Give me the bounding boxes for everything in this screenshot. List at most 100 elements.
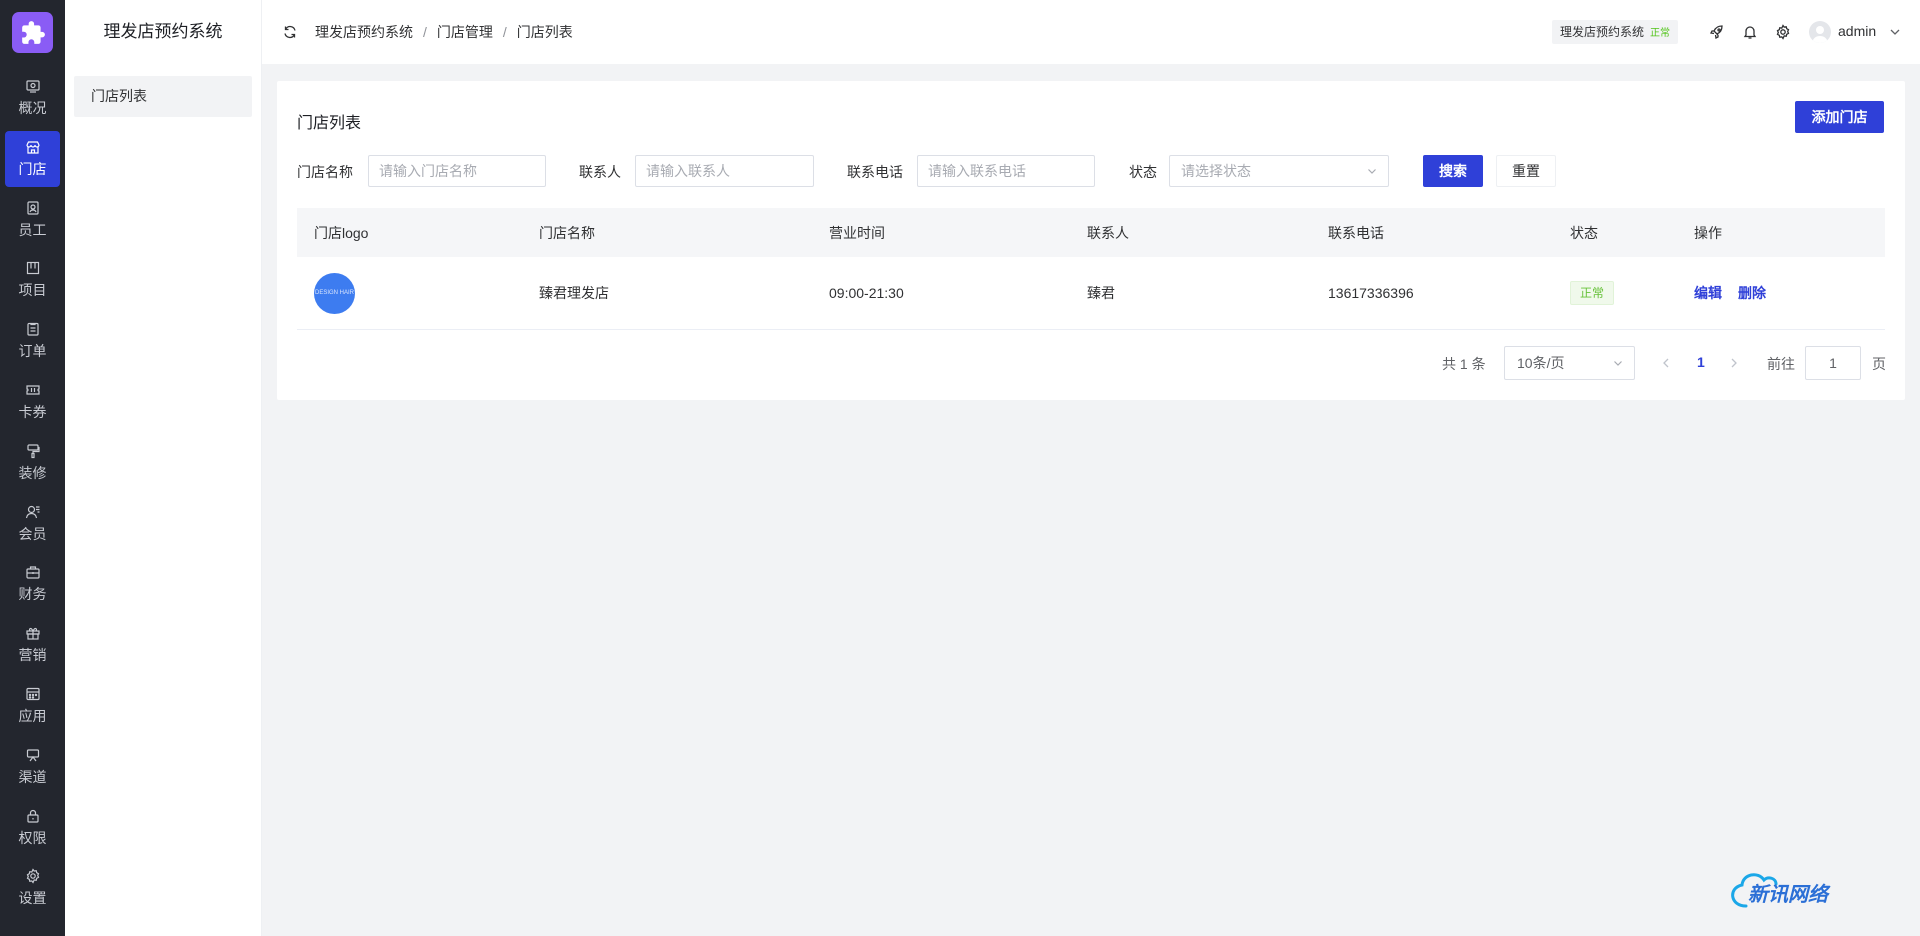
table-header: 门店logo 门店名称 营业时间 联系人 联系电话 状态 操作 [297,208,1885,257]
rail-item-decorate[interactable]: 装修 [5,435,60,491]
system-status: 正常 [1650,28,1671,39]
store-icon [25,141,40,154]
store-logo: DESIGN HAIR [314,272,355,314]
rail-item-label: 项目 [18,282,47,299]
chevron-right-icon[interactable] [1727,356,1741,370]
rail-item-member[interactable]: 会员 [5,496,60,552]
column-header: 状态 [1570,224,1598,241]
rail-item-label: 会员 [18,525,47,542]
system-title: 理发店预约系统 [103,22,223,41]
breadcrumb-item[interactable]: 理发店预约系统 [315,24,413,40]
search-button[interactable]: 搜索 [1423,155,1483,187]
contact-cell: 臻君 [1087,285,1115,301]
store-table: 门店logo 门店名称 营业时间 联系人 联系电话 状态 操作 DESIGN H… [297,208,1885,330]
table-row: DESIGN HAIR 臻君理发店 09:00-21:30 臻君 1361733… [297,257,1885,330]
store-name-cell: 臻君理发店 [539,285,609,301]
rail-item-staff[interactable]: 员工 [5,192,60,248]
chevron-left-icon[interactable] [1659,356,1673,370]
rail-item-label: 渠道 [18,768,47,785]
chevron-down-icon [1614,361,1622,366]
submenu-item-store-list[interactable]: 门店列表 [74,76,252,117]
rail-item-permission[interactable]: 权限 [5,800,60,856]
column-header: 营业时间 [829,224,885,241]
column-header: 联系人 [1087,224,1129,241]
member-icon [25,505,39,518]
actions-cell: 编辑删除 [1694,283,1884,303]
rail-item-overview[interactable]: 概况 [5,70,60,126]
breadcrumb-separator: / [423,24,427,40]
chevron-down-icon [1368,169,1376,174]
page-size-value: 10条/页 [1517,355,1565,371]
project-icon [26,262,39,275]
status-select[interactable]: 请选择状态 [1169,155,1389,187]
status-cell: 正常 [1570,281,1694,305]
lock-icon [26,809,39,823]
watermark-text: 新讯网络 [1748,882,1831,906]
badge-icon [26,200,39,215]
rail-item-channel[interactable]: 渠道 [5,739,60,795]
gear-icon [26,868,39,885]
refresh-icon[interactable] [282,24,298,40]
ticket-icon [25,385,40,395]
column-header: 联系电话 [1328,224,1384,241]
edit-link[interactable]: 编辑 [1694,285,1722,301]
dashboard-icon [25,80,40,93]
delete-link[interactable]: 删除 [1738,285,1766,301]
rail-item-apps[interactable]: 应用 [5,678,60,734]
filter-label-store-name: 门店名称 [297,164,353,180]
contact-input[interactable] [635,155,814,187]
rail-item-label: 概况 [18,100,47,116]
status-badge: 正常 [1570,281,1615,305]
rail-item-coupon[interactable]: 卡券 [5,374,60,430]
goto-page-input[interactable] [1805,346,1861,380]
page-unit-label: 页 [1872,356,1886,372]
rail-item-label: 订单 [18,343,47,360]
rocket-icon[interactable] [1709,24,1725,40]
rail-item-store[interactable]: 门店 [5,130,60,187]
order-icon [26,323,39,336]
breadcrumb-separator: / [502,24,507,40]
rail-item-label: 权限 [18,829,47,846]
reset-button[interactable]: 重置 [1496,155,1556,187]
filter-label-phone: 联系电话 [847,164,903,180]
page-size-select[interactable]: 10条/页 [1504,346,1635,380]
gear-icon[interactable] [1775,24,1791,40]
column-header: 操作 [1694,224,1722,241]
status-select-placeholder: 请选择状态 [1181,163,1251,179]
user-avatar-icon [1812,26,1828,43]
page-title: 门店列表 [297,115,362,132]
page-number-current[interactable]: 1 [1697,354,1705,370]
avatar[interactable] [1809,21,1831,43]
rail-item-label: 财务 [18,586,47,603]
rail-item-marketing[interactable]: 营销 [5,617,60,673]
rail-item-settings[interactable]: 设置 [5,860,60,916]
total-count: 共 1 条 [1442,356,1486,372]
rail-item-label: 员工 [18,221,47,238]
breadcrumb: 理发店预约系统 / 门店管理 / 门店列表 [315,22,573,42]
icon-rail: 概况 门店 员工 项目 订单 卡券 装修 会员 [0,0,65,936]
watermark-logo: 新讯网络 [1731,873,1831,908]
puzzle-icon [21,20,45,44]
rail-item-finance[interactable]: 财务 [5,556,60,612]
rail-item-label: 营销 [18,647,47,664]
breadcrumb-item: 门店列表 [516,24,573,40]
rail-item-label: 应用 [18,707,47,724]
store-name-input[interactable] [368,155,546,187]
breadcrumb-item[interactable]: 门店管理 [436,24,493,40]
store-list-card: 门店列表 添加门店 门店名称 联系人 联系电话 状态 请选择状态 搜索 重置 门… [277,81,1905,400]
goto-label: 前往 [1767,356,1795,372]
column-header: 门店logo [314,224,369,241]
rail-item-order[interactable]: 订单 [5,313,60,369]
phone-input[interactable] [917,155,1095,187]
top-bar: 理发店预约系统 / 门店管理 / 门店列表 理发店预约系统正常 admin [262,0,1920,64]
add-store-button[interactable]: 添加门店 [1795,101,1884,133]
username[interactable]: admin [1838,23,1877,39]
app-logo[interactable] [12,12,53,53]
decorate-icon [26,444,40,458]
system-tag: 理发店预约系统正常 [1552,20,1679,44]
rail-item-project[interactable]: 项目 [5,252,60,308]
bell-icon[interactable] [1742,24,1758,40]
rail-item-label: 卡券 [18,403,47,420]
finance-icon [25,566,40,579]
chevron-down-icon[interactable] [1888,25,1902,39]
